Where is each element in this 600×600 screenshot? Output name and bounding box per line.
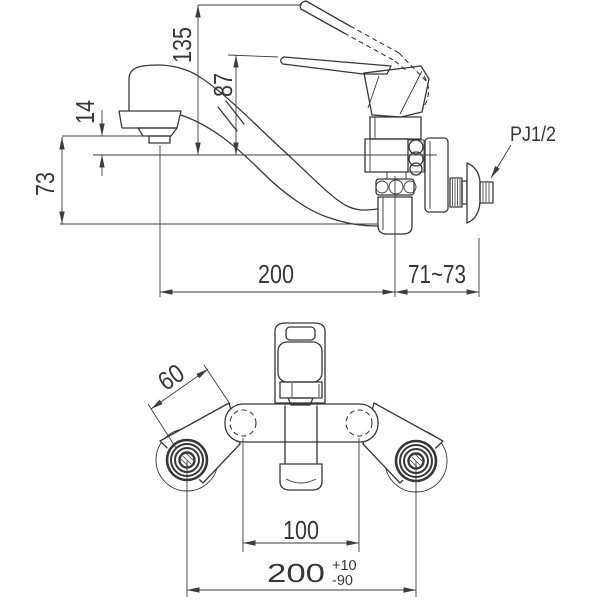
dim-label-135: 135 (167, 27, 197, 63)
dim-label-14: 14 (70, 100, 100, 124)
thread-label: PJ1/2 (510, 123, 556, 146)
wall-flange (466, 162, 481, 224)
inlet-elbow (377, 196, 413, 235)
spout-curve (180, 73, 379, 227)
dim-87: 87 (208, 54, 279, 155)
handle-front (274, 322, 326, 406)
dim-label-200-reach: 200 (258, 259, 294, 289)
spout-neck-front (287, 397, 314, 406)
dim-73: 73 (30, 137, 65, 224)
threaded-pipe (479, 181, 494, 204)
left-inlet-hidden-circle (229, 409, 257, 437)
lever-tip-front (285, 326, 316, 341)
dim-label-87: 87 (208, 73, 238, 97)
dim-200-pitch: 200 +10 -90 (186, 461, 417, 597)
dim-label-71-73: 71~73 (408, 259, 466, 289)
wall-connection (449, 162, 494, 224)
spout-outlet-cup (279, 463, 323, 491)
dim-label-60: 60 (152, 358, 190, 397)
lever-horizontal (280, 56, 392, 75)
spout-front (279, 405, 323, 491)
lever-cap (363, 65, 430, 118)
dim-label-200-pitch: 200 (267, 558, 325, 588)
right-inlet-hidden-circle (345, 409, 373, 437)
valve-body (364, 116, 449, 235)
dim-100: 100 (242, 438, 360, 552)
dim-label-73: 73 (30, 172, 60, 196)
dim-135: 135 (167, 4, 302, 155)
dim-label-tol-plus: +10 (332, 558, 357, 574)
body-bar (224, 403, 379, 443)
side-view: 135 87 14 73 200 (30, 0, 556, 297)
dim-14: 14 (70, 100, 105, 176)
spray-head (118, 64, 196, 144)
dim-200-reach: 200 71~73 (159, 145, 480, 297)
handle-grip-front (277, 341, 323, 383)
thread-callout: PJ1/2 (490, 123, 556, 179)
cartridge-housing (424, 137, 449, 213)
lever-raised (299, 0, 429, 84)
dim-label-tol-minus: -90 (332, 573, 353, 589)
front-view: 60 100 200 +10 -90 (147, 322, 448, 597)
dim-label-100: 100 (283, 515, 319, 545)
